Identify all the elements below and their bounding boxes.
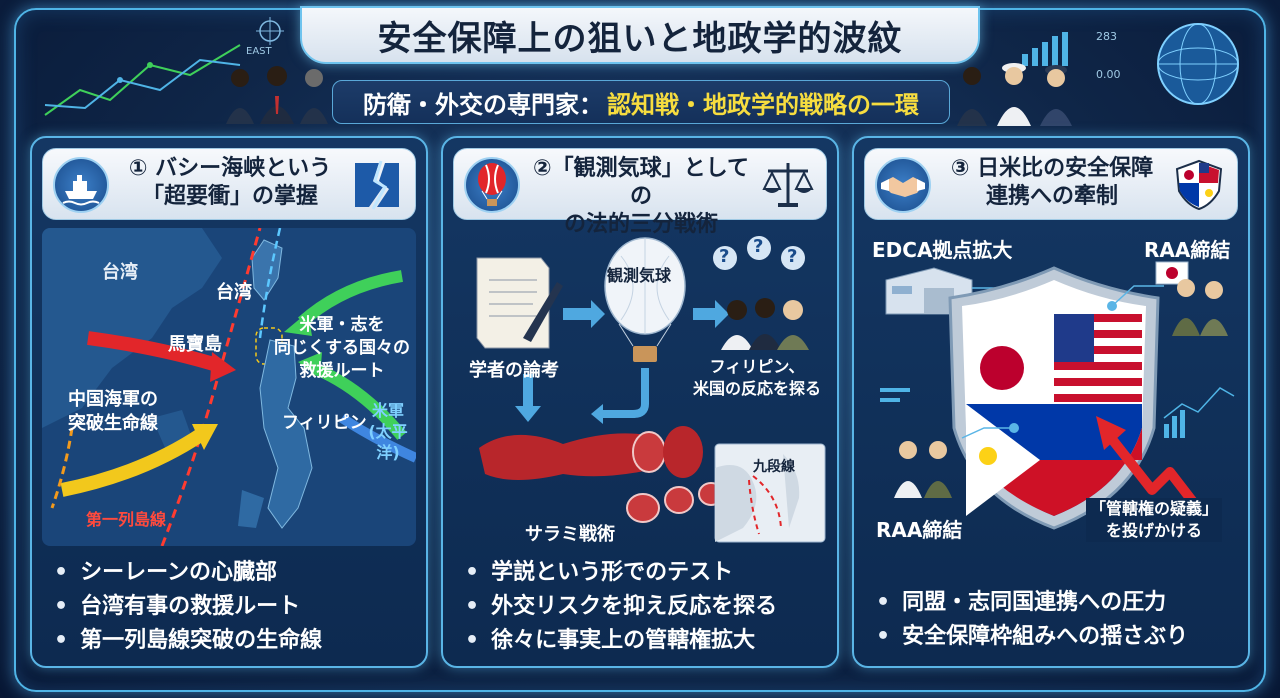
bullet-list: 同盟・志同国連携への圧力 安全保障枠組みへの揺さぶり [876, 586, 1236, 654]
balloon-label: 観測気球 [607, 266, 672, 285]
header-line: ③ 日米比の安全保障 [950, 156, 1154, 181]
shield-illustration [880, 261, 1235, 530]
taiwan-label: 台湾 [216, 282, 252, 303]
ship-icon [53, 157, 109, 213]
raa-top-label: RAA締結 [1144, 238, 1231, 262]
question-mark: ? [753, 236, 764, 257]
panel-header-title: ②「観測気球」としての の法的三分戦術 [526, 155, 756, 237]
philippines-label: フィリピン [282, 413, 367, 433]
salami-diagram: ? ? ? 観測気球 学者の論考 フィリピン、 米国の反応を探る 九段線 サラミ… [453, 228, 827, 546]
bullet-list: シーレーンの心臓部 台湾有事の救援ルート 第一列島線突破の生命線 [54, 556, 414, 658]
china-navy-label: 中国海軍の 突破生命線 [68, 388, 158, 436]
balloon-icon [464, 157, 520, 213]
subtitle-banner: 防衛・外交の専門家： 認知戦・地政学的戦略の一環 [332, 80, 950, 124]
header-line: の法的三分戦術 [563, 212, 718, 237]
scholar-paper-label: 学者の論考 [469, 360, 559, 381]
title-banner: 安全保障上の狙いと地政学的波紋 [300, 6, 980, 64]
bullet-item: 安全保障枠組みへの揺さぶり [876, 620, 1236, 654]
bullet-item: 第一列島線突破の生命線 [54, 624, 414, 658]
label-line: 米国の反応を探る [693, 379, 822, 398]
subtitle-highlight: 認知戦・地政学的戦略の一環 [607, 90, 919, 119]
flag-shield-icon [1175, 159, 1223, 211]
east-label: EAST [246, 46, 272, 57]
experts-military-icon [957, 63, 1072, 126]
subtitle-prefix: 防衛・外交の専門家： [363, 90, 603, 119]
mabao-label: 馬寶島 [168, 334, 222, 355]
bar-chart-icon [1022, 32, 1068, 66]
jurisdiction-doubt-label: 「管轄権の疑義」 を投げかける [1086, 498, 1223, 542]
bullet-item: 学説という形でのテスト [465, 556, 825, 590]
panel-header-title: ③ 日米比の安全保障 連携への牽制 [937, 155, 1167, 215]
handshake-icon [875, 157, 931, 213]
panel-observation-balloon: ②「観測気球」としての の法的三分戦術 [441, 136, 839, 668]
panel-header-title: ① バシー海峡という 「超要衝」の掌握 [115, 155, 345, 215]
bullet-list: 学説という形でのテスト 外交リスクを抑え反応を探る 徐々に事実上の管轄権拡大 [465, 556, 825, 658]
nine-dash-label: 九段線 [753, 459, 795, 475]
header-line: ②「観測気球」としての [533, 156, 749, 209]
experts-civilian-icon [226, 66, 328, 124]
question-mark: ? [719, 246, 730, 267]
raa-bottom-label: RAA締結 [876, 518, 963, 542]
label-line: 突破生命線 [68, 413, 158, 434]
panel-bashi-strait: ① バシー海峡という 「超要衝」の掌握 [30, 136, 428, 668]
bashi-map: 台湾 台湾 馬寶島 米軍・志を 同じくする国々の 救援ルート 中国海軍の 突破生… [42, 228, 416, 546]
strait-map-icon [355, 160, 399, 210]
panel-header: ③ 日米比の安全保障 連携への牽制 [864, 148, 1238, 220]
scales-icon [762, 163, 814, 207]
label-line: 同じくする国々の [274, 338, 410, 358]
bullet-item: 同盟・志同国連携への圧力 [876, 586, 1236, 620]
number-label-mid: 0.00 [1096, 68, 1121, 81]
page-title: 安全保障上の狙いと地政学的波紋 [377, 18, 903, 59]
label-line: フィリピン、 [709, 357, 805, 376]
map-illustration [42, 228, 416, 546]
bullet-item: シーレーンの心臓部 [54, 556, 414, 590]
us-pacific-label: 米軍 (太平洋) [360, 400, 416, 463]
first-island-chain-label: 第一列島線 [86, 510, 167, 529]
label-line: 米軍・志を [299, 315, 385, 335]
bullet-item: 台湾有事の救援ルート [54, 590, 414, 624]
trend-chart-icon [44, 44, 241, 116]
number-label-top: 283 [1096, 30, 1117, 43]
edca-label: EDCA拠点拡大 [872, 238, 1013, 262]
header-line: 連携への牽制 [985, 184, 1118, 209]
diagram-illustration [476, 236, 826, 543]
label-line: 中国海軍の [68, 389, 158, 410]
label-line: 救援ルート [299, 361, 385, 381]
panel-header: ① バシー海峡という 「超要衝」の掌握 [42, 148, 416, 220]
bullet-item: 徐々に事実上の管轄権拡大 [465, 624, 825, 658]
crosshair-icon [256, 17, 284, 45]
bullet-item: 外交リスクを抑え反応を探る [465, 590, 825, 624]
label-line: 米軍 [371, 401, 404, 420]
reaction-label: フィリピン、 米国の反応を探る [693, 356, 821, 400]
panel-header: ②「観測気球」としての の法的三分戦術 [453, 148, 827, 237]
globe-icon [1157, 23, 1239, 105]
allies-route-label: 米軍・志を 同じくする国々の 救援ルート [274, 314, 410, 383]
salami-tactics-label: サラミ戦術 [525, 524, 615, 545]
label-line: (太平洋) [368, 422, 408, 462]
header-line: ① バシー海峡という [128, 156, 332, 181]
panel-alliance-restraint: ③ 日米比の安全保障 連携への牽制 [852, 136, 1250, 668]
label-line: 「管轄権の疑義」 [1090, 499, 1219, 518]
label-line: を投げかける [1106, 521, 1203, 540]
question-mark: ? [787, 246, 798, 267]
taiwan-sea-label: 台湾 [102, 262, 138, 283]
alliance-shield-diagram: EDCA拠点拡大 RAA締結 RAA締結 「管轄権の疑義」 を投げかける [864, 228, 1238, 546]
header-line: 「超要衝」の掌握 [141, 184, 318, 209]
